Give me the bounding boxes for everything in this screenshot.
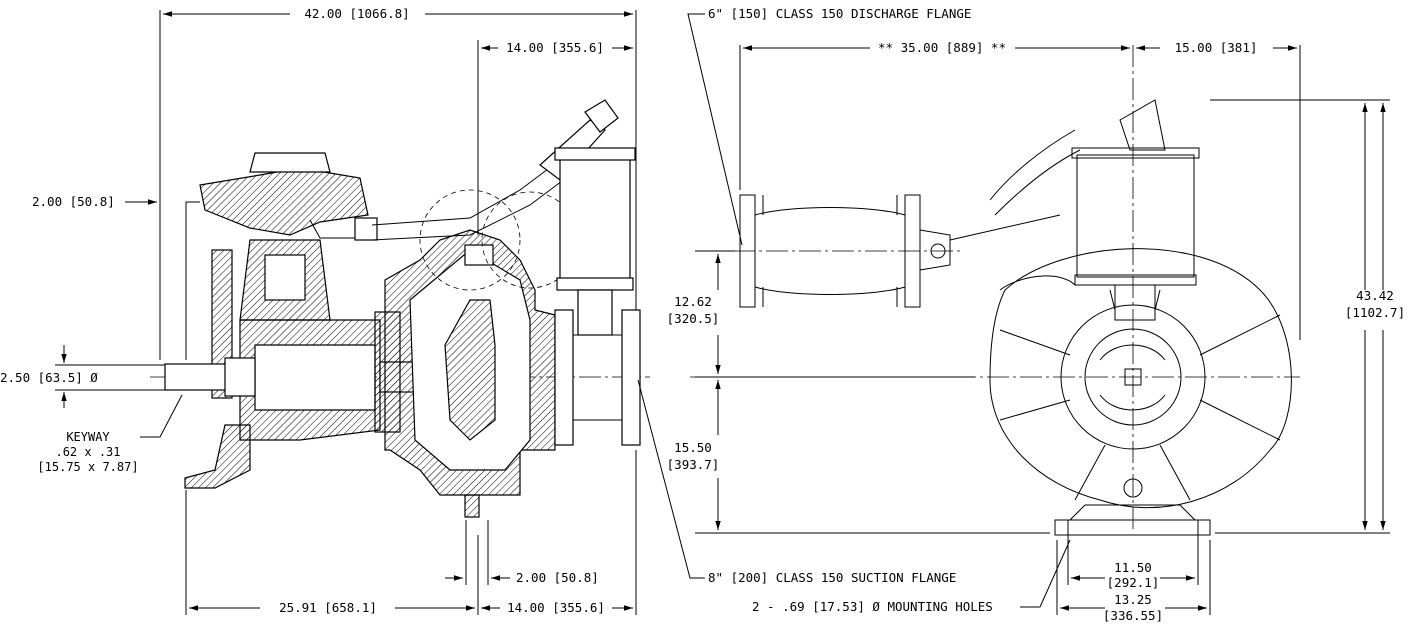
left-dimensions <box>55 10 705 615</box>
shaft-extension-label: 2.00 [50.8] <box>32 194 115 209</box>
hole-spacing-in-label: 11.50 <box>1114 560 1152 575</box>
discharge-height-mm-label: [320.5] <box>667 311 720 326</box>
right-dimensions <box>687 13 1390 615</box>
base-to-suction-label: 14.00 [355.6] <box>507 600 605 615</box>
right-end-view <box>690 45 1300 536</box>
foot-width-label: 2.00 [50.8] <box>516 570 599 585</box>
discharge-height-in-label: 12.62 <box>674 294 712 309</box>
overall-height-in-label: 43.42 <box>1356 288 1394 303</box>
discharge-flange-label: 6" [150] CLASS 150 DISCHARGE FLANGE <box>708 6 971 21</box>
overall-length-label: 42.00 [1066.8] <box>304 6 409 21</box>
left-section-view <box>150 99 650 518</box>
keyway-metric-label: [15.75 x 7.87] <box>37 460 138 474</box>
overall-height-mm-label: [1102.7] <box>1345 305 1405 320</box>
discharge-to-center-label: 15.00 [381] <box>1175 40 1258 55</box>
base-length-label: 25.91 [658.1] <box>279 600 377 615</box>
dimension-labels: 42.00 [1066.8] 14.00 [355.6] 2.00 [50.8]… <box>0 6 1405 623</box>
keyway-size-label: .62 x .31 <box>55 445 120 459</box>
base-width-mm-label: [336.55] <box>1103 608 1163 623</box>
mounting-holes-label: 2 - .69 [17.53] Ø MOUNTING HOLES <box>752 599 993 614</box>
shaft-height-in-label: 15.50 <box>674 440 712 455</box>
base-width-in-label: 13.25 <box>1114 592 1152 607</box>
hole-spacing-mm-label: [292.1] <box>1107 575 1160 590</box>
suction-flange-label: 8" [200] CLASS 150 SUCTION FLANGE <box>708 570 956 585</box>
keyway-title-label: KEYWAY <box>66 430 110 444</box>
shaft-diameter-label: 2.50 [63.5] Ø <box>0 370 98 385</box>
discharge-offset-label: 14.00 [355.6] <box>506 40 604 55</box>
shaft-height-mm-label: [393.7] <box>667 457 720 472</box>
discharge-length-label: ** 35.00 [889] ** <box>878 40 1006 55</box>
